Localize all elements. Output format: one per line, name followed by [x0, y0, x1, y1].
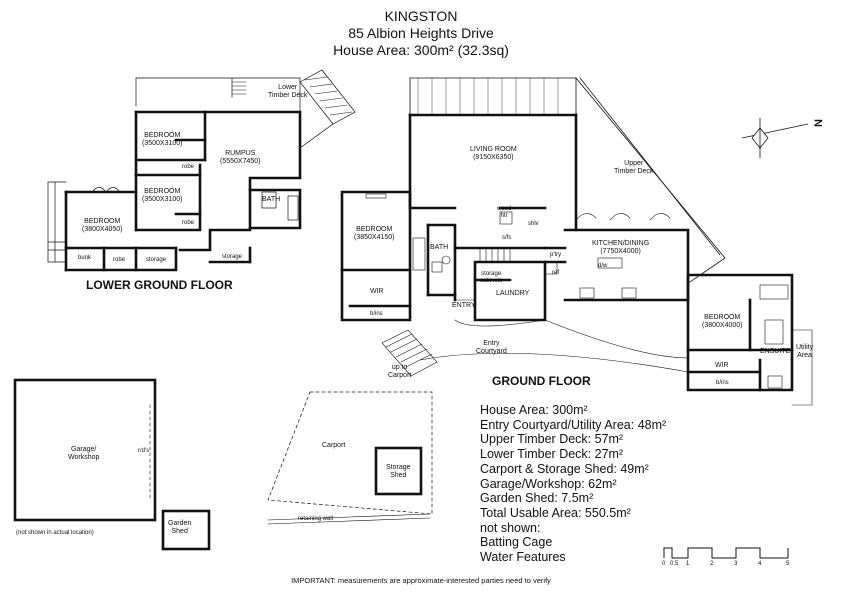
lower-timber-deck	[135, 69, 356, 149]
area-summary: House Area: 300m² Entry Courtyard/Utilit…	[480, 403, 666, 565]
scale-tick-label: 0	[662, 561, 666, 567]
robe-3-label: robe	[113, 257, 126, 263]
lower-balcony	[47, 181, 299, 263]
laundry-label: LAUNDRY	[496, 290, 530, 297]
area-line: Lower Timber Deck: 27m²	[480, 447, 624, 462]
upper-timber-deck	[409, 77, 726, 283]
wir-1-label: WIR	[370, 288, 384, 295]
bedroom-lower-1-label: BEDROOM(3500X3100)	[142, 132, 183, 147]
bedroom-lower-3-label: BEDROOM(3800X4050)	[82, 218, 123, 233]
area-line: House Area: 300m²	[480, 403, 588, 417]
ground-bath-label: BATH	[430, 244, 449, 251]
pantry-label: p'try	[550, 252, 562, 258]
area-line: not shown:	[480, 520, 541, 535]
scale-tick-label: 1	[686, 561, 690, 567]
lower-bath-label: BATH	[262, 196, 281, 203]
area-line: Water Features	[480, 550, 566, 565]
ensuite-label: ENSUITE	[760, 348, 791, 355]
ground-floor-walls	[340, 113, 794, 392]
plan-house-area: House Area: 300m² (32.3sq)	[333, 42, 509, 58]
built-ins-1-label: b/ins	[370, 311, 383, 317]
entry-label: ENTRY	[452, 302, 476, 309]
area-line: Upper Timber Deck: 57m²	[480, 432, 624, 447]
ground-floor-details	[365, 193, 813, 406]
bedroom-ground-2-label: BEDROOM(3800X4000)	[702, 314, 743, 329]
area-line: Garden Shed: 7.5m²	[480, 491, 594, 506]
kitchen-dining-label: KITCHEN/DINING(7750X4000)	[592, 240, 650, 255]
bunk-label: bunk	[78, 255, 92, 261]
scale-tick-label: 2	[710, 561, 714, 567]
fridge-label: ref	[552, 270, 560, 276]
carport-label: Carport	[322, 442, 346, 449]
plan-address: 85 Albion Heights Drive	[348, 25, 494, 41]
area-line: Batting Cage	[480, 535, 553, 550]
scale-tick-label: 4	[758, 561, 762, 567]
plan-title: KINGSTON	[384, 8, 458, 24]
bedroom-ground-1-label: BEDROOM(3850X4150)	[354, 226, 395, 241]
living-room-label: LIVING ROOM(9150X6350)	[470, 146, 517, 161]
not-shown-location-label: (not shown in actual location)	[16, 530, 94, 536]
compass-north-label: N	[812, 119, 825, 127]
scale-tick-label: 0.5	[670, 561, 679, 567]
storage-2-label: storage	[222, 254, 243, 260]
robe-1-label: robe	[182, 164, 195, 170]
lower-floor-walls	[64, 110, 302, 272]
area-line: Garage/Workshop: 62m²	[480, 476, 617, 491]
ground-floor-title: GROUND FLOOR	[492, 374, 591, 388]
sfs-label: s/fs	[502, 235, 512, 241]
area-line: Total Usable Area: 550.5m²	[480, 505, 631, 520]
dishwasher-label: d/w	[598, 263, 608, 269]
carport-outline	[267, 391, 433, 515]
compass-rose	[741, 118, 809, 158]
scale-tick-label: 3	[734, 561, 738, 567]
scale-bar	[663, 547, 789, 559]
area-line: Carport & Storage Shed: 49m²	[480, 461, 649, 476]
area-line: Entry Courtyard/Utility Area: 48m²	[480, 417, 667, 432]
disclaimer-note: IMPORTANT: measurements are approximate-…	[291, 576, 551, 585]
entry-stairs	[381, 329, 438, 377]
rumpus-label: RUMPUS(5550X7450)	[220, 150, 261, 165]
wir-2-label: WIR	[715, 362, 729, 369]
scale-tick-label: 5	[786, 561, 790, 567]
garage-workshop-label: Garage/Workshop	[68, 446, 100, 461]
lower-ground-floor-title: LOWER GROUND FLOOR	[86, 278, 233, 292]
retaining-wall-label: retaining wall	[298, 516, 334, 522]
garage-walls	[13, 378, 211, 551]
roller-doors-label: r/d's	[138, 448, 150, 454]
robe-2-label: robe	[182, 220, 195, 226]
storage-1-label: storage	[146, 257, 167, 263]
shelving-label: shlv	[528, 221, 539, 227]
built-ins-2-label: b/ins	[716, 380, 729, 386]
bedroom-lower-2-label: BEDROOM(3500X3100)	[142, 188, 183, 203]
